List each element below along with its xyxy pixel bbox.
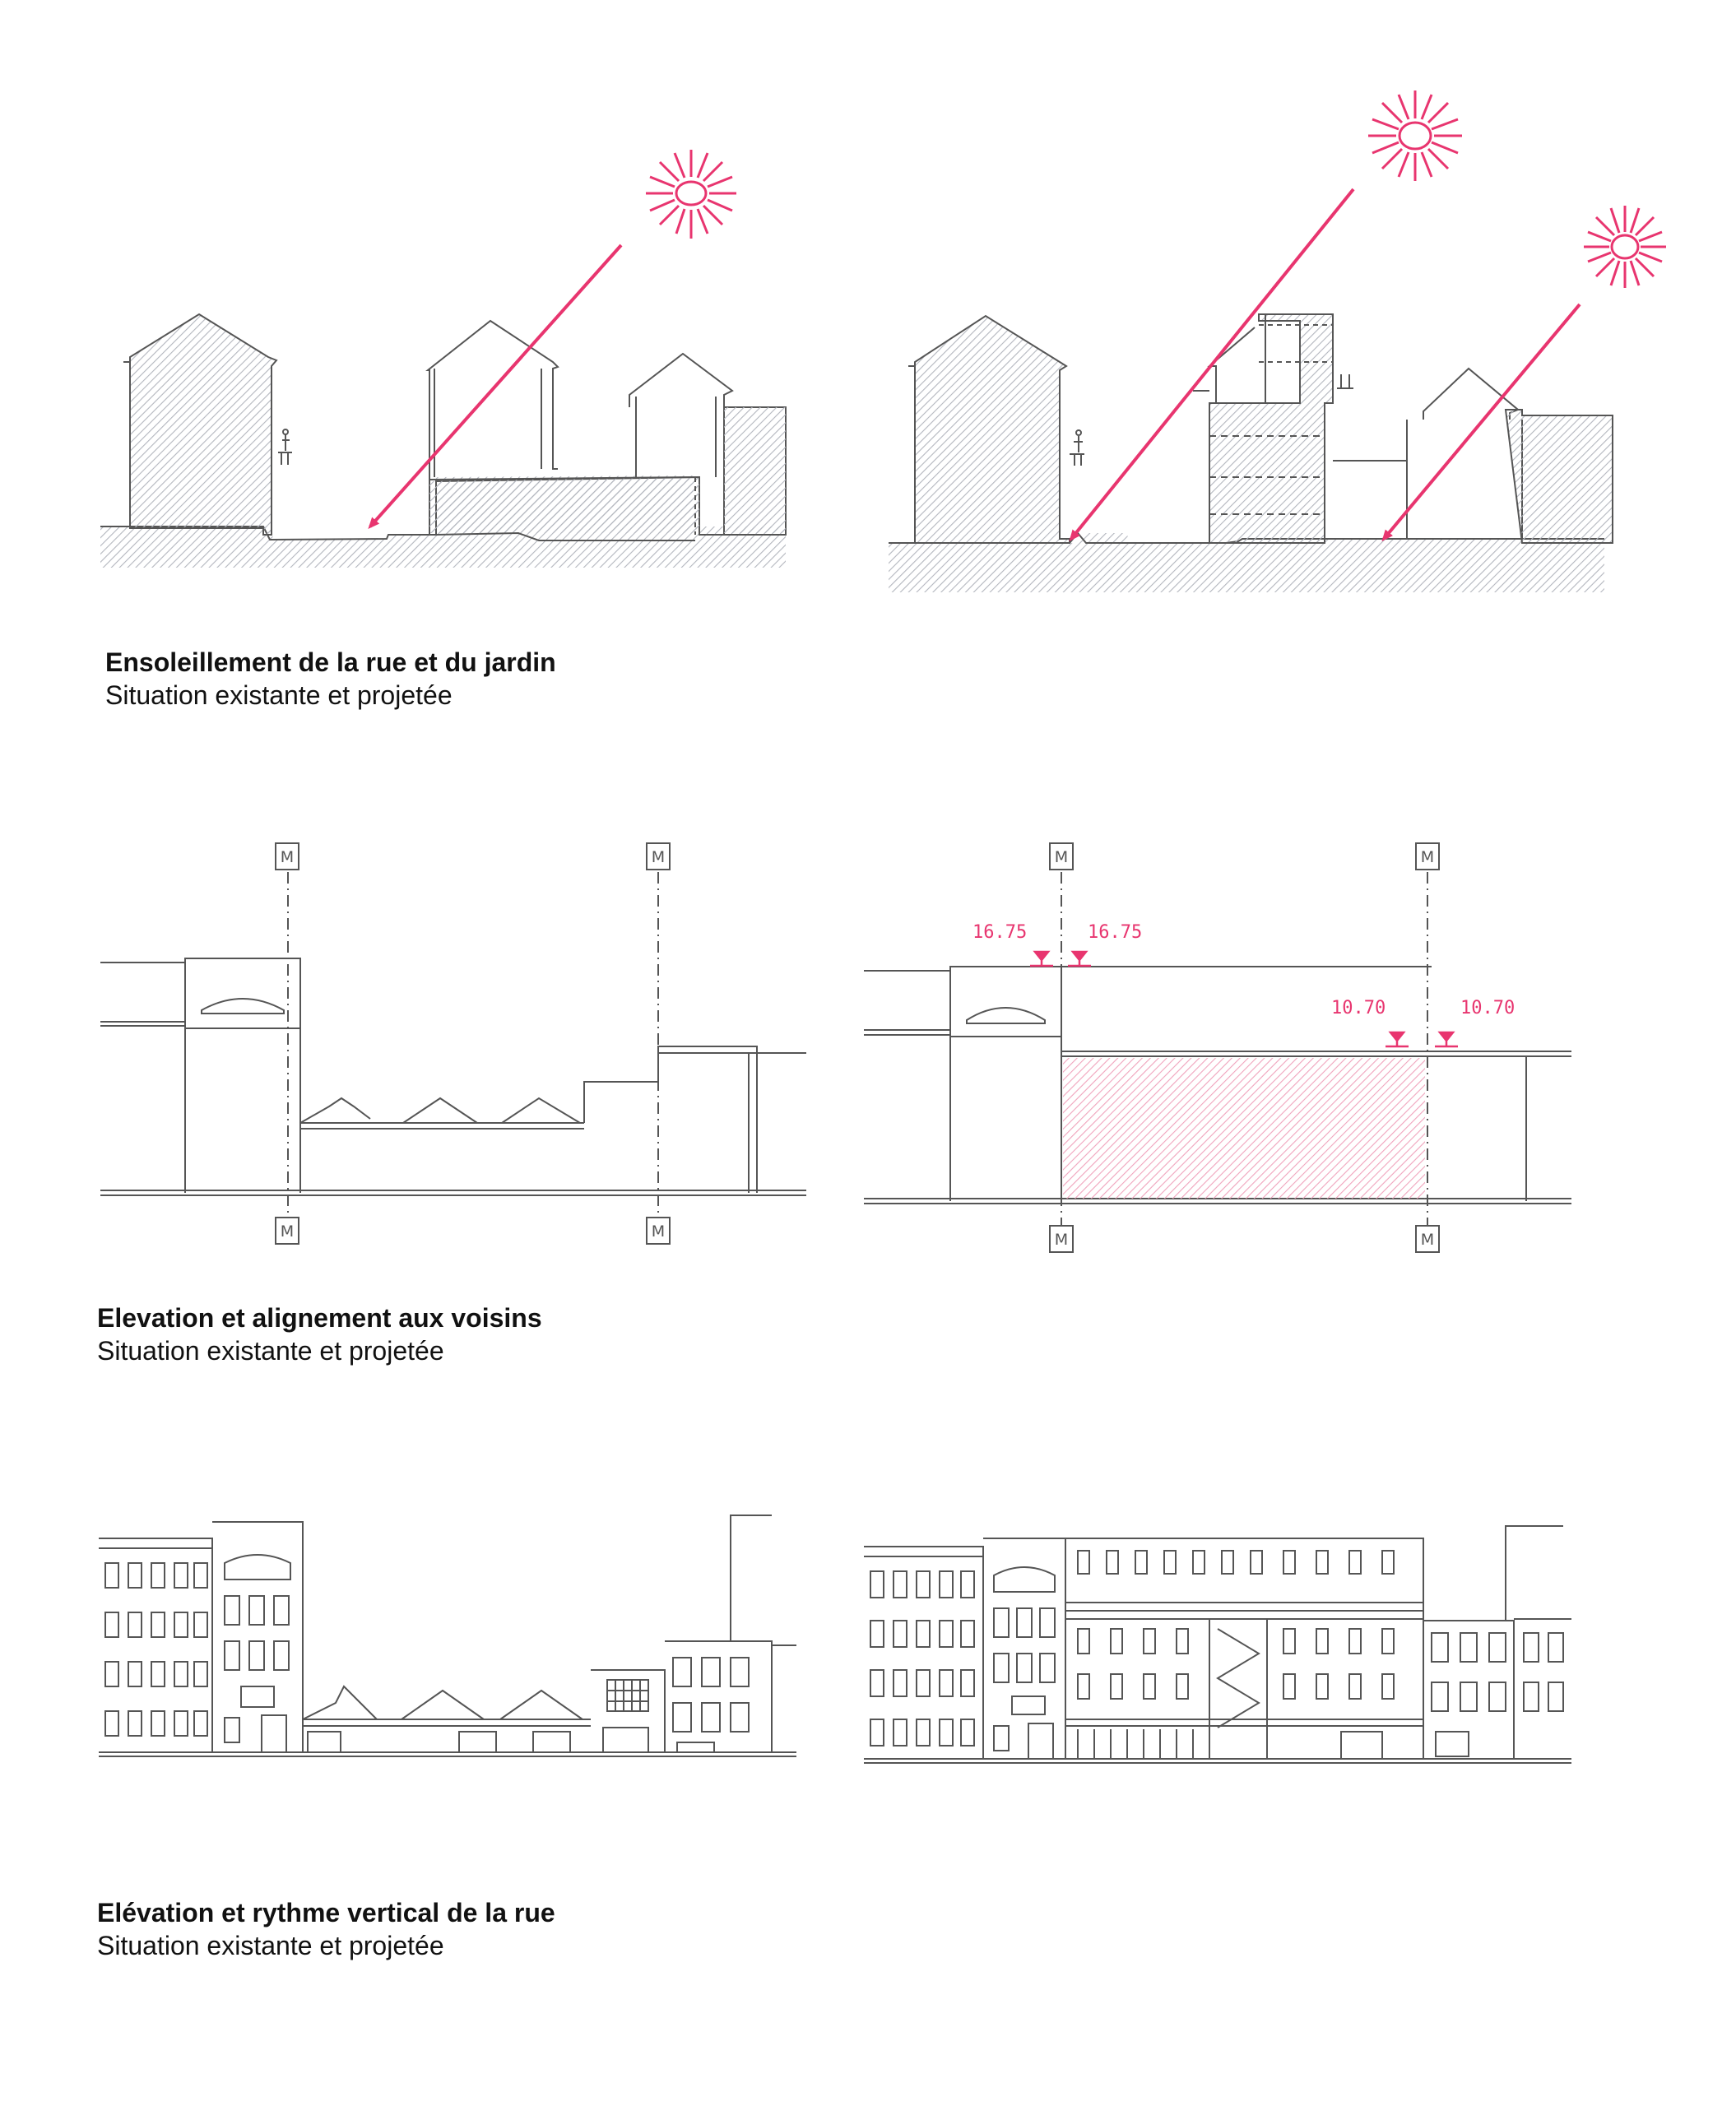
svg-text:M: M (1421, 1231, 1434, 1249)
caption-title: Elévation et rythme vertical de la rue (97, 1898, 555, 1927)
new-building-volume (1063, 1058, 1425, 1199)
level-marker-icon (1435, 1031, 1458, 1048)
sun-ray-arrow (1381, 303, 1581, 542)
sun-section-projected (880, 82, 1687, 592)
level-marker-icon (1030, 950, 1053, 967)
sun-icon (1368, 90, 1462, 181)
street-elevation-existing (97, 1505, 796, 1777)
sun-icon (1584, 206, 1666, 288)
caption-title: Elevation et alignement aux voisins (97, 1303, 542, 1333)
level-label: 10.70 (1460, 998, 1515, 1018)
marker-m-icon: M (1415, 1225, 1440, 1253)
marker-m-icon: M (1415, 842, 1440, 870)
marker-m-icon: M (646, 1217, 671, 1245)
caption-street: Elévation et rythme vertical de la rue S… (97, 1896, 1249, 1962)
sun-ray-arrow (368, 244, 623, 529)
marker-m-icon: M (1049, 1225, 1074, 1253)
svg-text:M: M (281, 848, 294, 866)
level-label: 10.70 (1331, 998, 1386, 1018)
svg-text:M: M (1055, 1231, 1068, 1249)
sun-icon (646, 150, 736, 239)
alignment-elevation-existing: M M M M (99, 831, 806, 1259)
marker-m-icon: M (275, 1217, 299, 1245)
svg-text:M: M (1421, 848, 1434, 866)
level-marker-icon (1068, 950, 1091, 967)
level-marker-icon (1386, 1031, 1409, 1048)
marker-m-icon: M (1049, 842, 1074, 870)
caption-alignment: Elevation et alignement aux voisins Situ… (97, 1301, 1249, 1367)
alignment-elevation-projected: M M M M 16.75 16.75 10.70 10.70 (856, 831, 1596, 1259)
level-label: 16.75 (972, 922, 1027, 943)
caption-subtitle: Situation existante et projetée (97, 1336, 444, 1366)
marker-m-icon: M (646, 842, 671, 870)
level-label: 16.75 (1088, 922, 1142, 943)
sun-ray-arrow (1069, 188, 1355, 542)
svg-text:M: M (281, 1222, 294, 1241)
caption-sun: Ensoleillement de la rue et du jardin Si… (105, 646, 1257, 712)
sun-section-existing (91, 140, 790, 584)
svg-text:M: M (652, 848, 665, 866)
marker-m-icon: M (275, 842, 299, 870)
street-elevation-projected (856, 1514, 1580, 1785)
caption-title: Ensoleillement de la rue et du jardin (105, 647, 556, 677)
caption-subtitle: Situation existante et projetée (105, 680, 453, 710)
caption-subtitle: Situation existante et projetée (97, 1931, 444, 1960)
svg-text:M: M (1055, 848, 1068, 866)
svg-text:M: M (652, 1222, 665, 1241)
